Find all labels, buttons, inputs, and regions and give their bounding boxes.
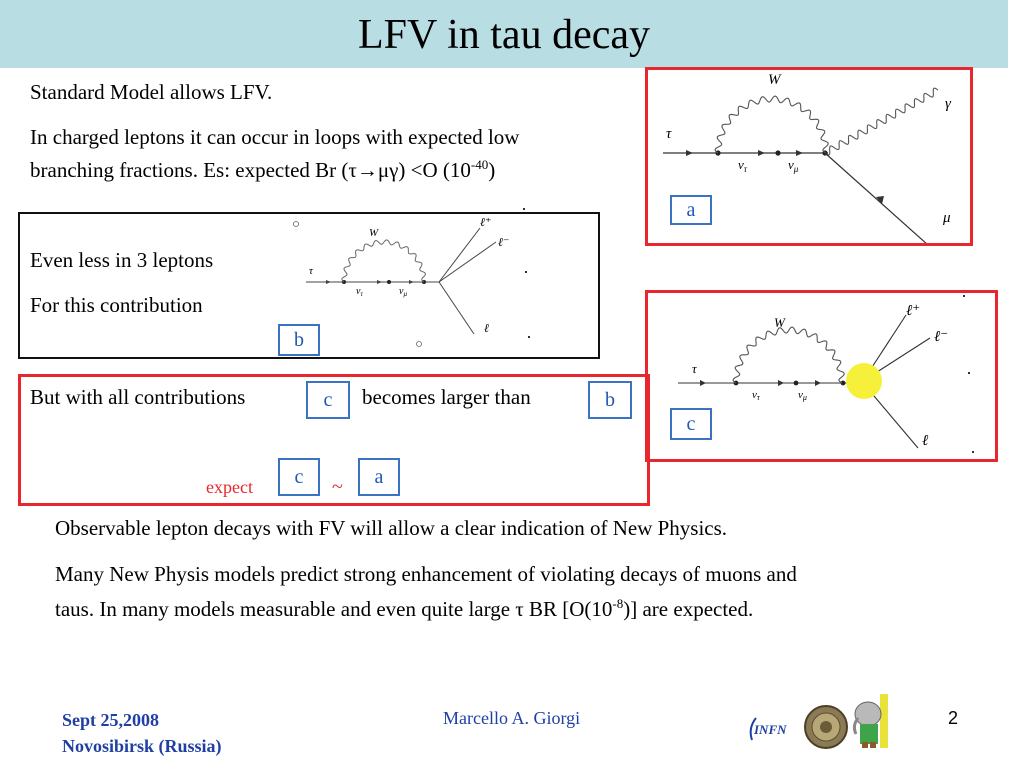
label-tau: τ [692, 361, 698, 376]
svg-text:ντ: ντ [752, 389, 761, 402]
exponent: -8 [612, 596, 624, 611]
infn-logo: INFN [746, 708, 794, 748]
label-sub: τ [360, 290, 363, 298]
seal-logo [803, 704, 849, 750]
label-tau: τ [666, 126, 672, 142]
tag-a: a [670, 195, 712, 225]
body-text: taus. In many models measurable and even… [55, 597, 613, 621]
label-w: W [369, 227, 379, 239]
box-c-text-1: But with all contributions [30, 385, 246, 409]
arrow-icon: → [356, 158, 378, 182]
box-b-frame: W τ ντ νμ ℓ⁺ ℓ⁻ ℓ [18, 212, 600, 359]
intro-line-2a: In charged leptons it can occur in loops… [30, 125, 520, 149]
footer-author: Marcello A. Giorgi [443, 708, 581, 728]
box-c-text-2: becomes larger than [362, 385, 531, 409]
label-nu: ν [788, 157, 794, 172]
expect-label: expect [206, 477, 253, 497]
intro-text: μγ) <O (10 [377, 158, 471, 182]
label-l-plus: ℓ⁺ [906, 303, 920, 319]
infn-text: INFN [753, 722, 787, 737]
label-l-minus: ℓ⁻ [934, 329, 948, 345]
label-mu: μ [942, 210, 951, 226]
speck [523, 208, 525, 210]
speck [963, 295, 965, 297]
body-paragraph-2a: Many New Physis models predict strong en… [55, 562, 797, 586]
svg-text:νμ: νμ [798, 389, 807, 402]
label-l-minus: ℓ⁻ [498, 235, 509, 249]
body-text: )] are expected. [623, 597, 754, 621]
label-nu: ν [798, 389, 803, 401]
label-sub: μ [802, 393, 807, 402]
label-w: W [774, 315, 786, 330]
label-w: W [768, 72, 782, 88]
tilde-symbol: ~ [332, 476, 343, 498]
box-b-line-1: Even less in 3 leptons [30, 248, 214, 272]
speck [968, 372, 970, 374]
exponent: -40 [470, 157, 489, 172]
intro-line-2b: branching fractions. Es: expected Br (τ→… [30, 152, 495, 183]
infn-logo-icon: INFN [749, 717, 787, 741]
label-l-plus: ℓ⁺ [480, 215, 491, 229]
speck [525, 271, 527, 273]
tag-b-2: b [588, 381, 632, 419]
title-bar [0, 0, 1008, 68]
tag-b: b [278, 324, 320, 356]
intro-text: ) [488, 158, 496, 182]
body-paragraph-1: Observable lepton decays with FV will al… [55, 516, 728, 540]
label-tau: τ [309, 265, 314, 277]
label-nu: ν [356, 286, 361, 297]
speck [528, 336, 530, 338]
label-nu: ν [738, 157, 744, 172]
svg-text:ντ: ντ [738, 157, 748, 174]
diagram-c-frame: W τ ντ νμ ℓ⁺ ℓ⁻ ℓ [645, 290, 998, 462]
speck [972, 451, 974, 453]
intro-line-1: Standard Model allows LFV. [30, 80, 273, 104]
babar-logo [850, 692, 894, 750]
tag-a-2: a [358, 458, 400, 496]
label-sub: τ [744, 164, 748, 174]
seal-icon [804, 705, 848, 749]
body-paragraph-2b: taus. In many models measurable and even… [55, 591, 753, 622]
label-nu: ν [752, 389, 757, 401]
page-number: 2 [948, 708, 959, 728]
label-l: ℓ [922, 433, 928, 449]
box-b-line-2: For this contribution [30, 293, 203, 317]
label-sub: μ [793, 164, 799, 174]
elephant-icon [852, 694, 888, 748]
tag-c: c [306, 381, 350, 419]
label-gamma: γ [945, 96, 952, 112]
svg-text:ντ: ντ [356, 286, 363, 298]
label-l: ℓ [484, 321, 489, 335]
feynman-diagram-b: W τ ντ νμ ℓ⁺ ℓ⁻ ℓ [293, 215, 509, 347]
label-nu: ν [399, 286, 404, 297]
footer-place: Novosibirsk (Russia) [62, 736, 222, 756]
page-title: LFV in tau decay [358, 12, 650, 58]
diagram-a-frame: W γ τ ντ νμ μ [645, 67, 973, 246]
intro-text: branching fractions. Es: expected Br (τ [30, 158, 357, 182]
box-c-frame [18, 374, 650, 506]
tag-c-diagram: c [670, 408, 712, 440]
feynman-diagram-a: W γ τ ντ νμ μ [663, 72, 952, 246]
tag-c-2: c [278, 458, 320, 496]
svg-text:νμ: νμ [788, 157, 799, 174]
vertex-blob [846, 363, 882, 399]
footer-date: Sept 25,2008 [62, 710, 160, 730]
label-sub: μ [403, 290, 407, 298]
svg-text:νμ: νμ [399, 286, 407, 298]
feynman-diagram-c: W τ ντ νμ ℓ⁺ ℓ⁻ ℓ [678, 303, 948, 449]
label-sub: τ [757, 393, 761, 402]
